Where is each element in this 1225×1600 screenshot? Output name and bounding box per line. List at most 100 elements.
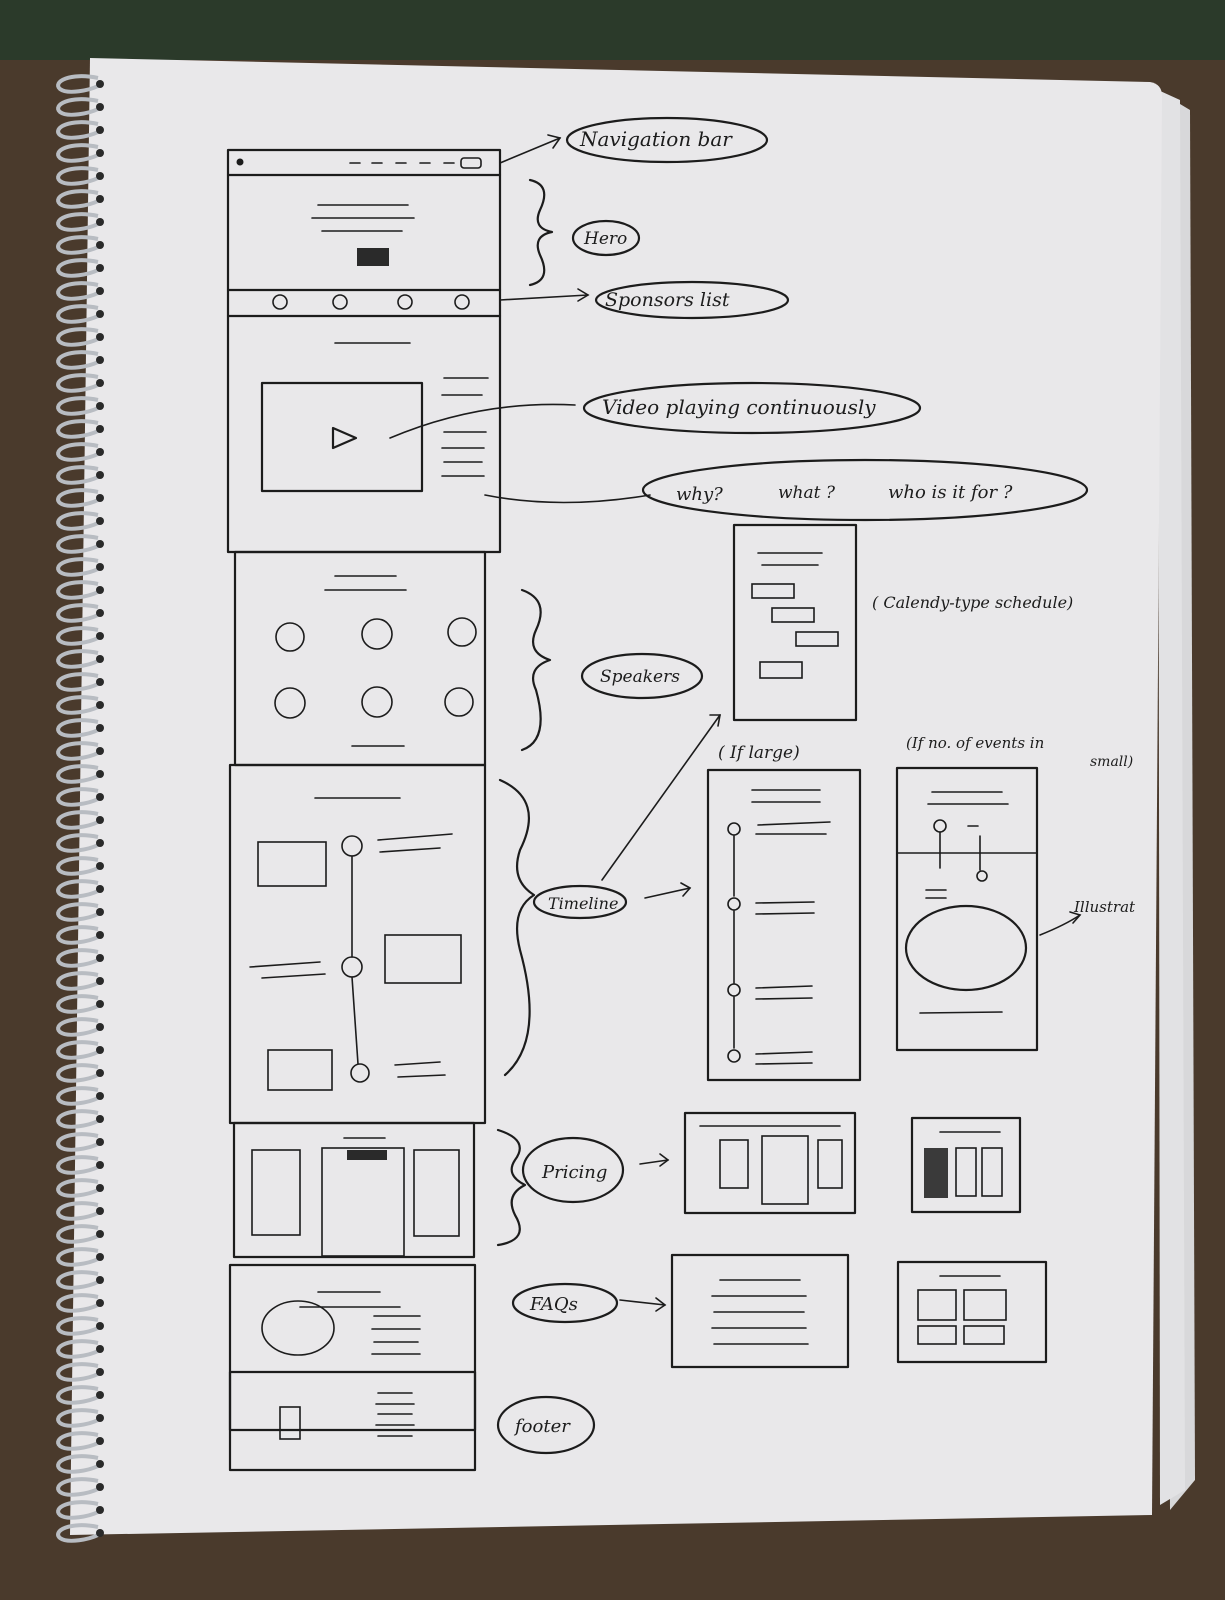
label-pricing: Pricing bbox=[541, 1162, 607, 1183]
label-navigation-bar: Navigation bar bbox=[579, 127, 733, 151]
annotation-braces bbox=[496, 178, 554, 1247]
coil-hole bbox=[96, 839, 104, 847]
coil-hole bbox=[96, 1506, 104, 1514]
coil-ring bbox=[56, 810, 99, 830]
coil-hole bbox=[96, 1230, 104, 1238]
coil-ring bbox=[56, 948, 99, 968]
coil-ring bbox=[56, 1293, 99, 1313]
coil-ring bbox=[56, 488, 99, 508]
handwritten-labels: Navigation bar Hero Sponsors list Video … bbox=[513, 127, 1136, 1437]
coil-hole bbox=[96, 1529, 104, 1537]
main-wireframe bbox=[226, 148, 502, 1472]
coil-hole bbox=[96, 563, 104, 571]
coil-ring bbox=[56, 764, 99, 784]
coil-ring bbox=[56, 718, 99, 738]
coil-hole bbox=[96, 793, 104, 801]
coil-ring bbox=[56, 672, 99, 692]
coil-ring bbox=[56, 994, 99, 1014]
coil-hole bbox=[96, 1437, 104, 1445]
wireframe-pricing-block bbox=[232, 1121, 476, 1259]
coil-ring bbox=[56, 373, 99, 393]
coil-ring bbox=[56, 925, 99, 945]
coil-ring bbox=[56, 1270, 99, 1290]
label-if-small-2: small) bbox=[1090, 754, 1133, 770]
coil-ring bbox=[56, 258, 99, 278]
coil-ring bbox=[56, 1201, 99, 1221]
coil-ring bbox=[56, 1040, 99, 1060]
label-video: Video playing continuously bbox=[602, 395, 876, 419]
schedule-variant bbox=[732, 523, 858, 722]
label-sponsors-list: Sponsors list bbox=[605, 289, 730, 311]
label-speakers: Speakers bbox=[600, 667, 680, 687]
coil-ring bbox=[56, 879, 99, 899]
coil-hole bbox=[96, 655, 104, 663]
label-hero: Hero bbox=[583, 229, 627, 249]
faq-variant-a bbox=[670, 1253, 850, 1369]
coil-ring bbox=[56, 534, 99, 554]
variant-sketches bbox=[670, 523, 1048, 1369]
coil-ring bbox=[56, 212, 99, 232]
coil-hole bbox=[96, 954, 104, 962]
coil-hole bbox=[96, 1368, 104, 1376]
timeline-large-variant bbox=[706, 768, 862, 1082]
label-bubbles bbox=[496, 116, 1089, 1455]
coil-ring bbox=[56, 626, 99, 646]
coil-ring bbox=[56, 1385, 99, 1405]
label-timeline: Timeline bbox=[548, 894, 618, 913]
coil-hole bbox=[96, 425, 104, 433]
coil-ring bbox=[56, 902, 99, 922]
coil-ring bbox=[56, 1063, 99, 1083]
coil-ring bbox=[56, 327, 99, 347]
coil-hole bbox=[96, 1414, 104, 1422]
coil-hole bbox=[96, 816, 104, 824]
coil-ring bbox=[56, 419, 99, 439]
coil-ring bbox=[56, 350, 99, 370]
coil-hole bbox=[96, 1000, 104, 1008]
spiral-binding bbox=[56, 74, 104, 1543]
coil-ring bbox=[56, 1224, 99, 1244]
label-faqs: FAQs bbox=[529, 1294, 578, 1315]
coil-hole bbox=[96, 1161, 104, 1169]
coil-hole bbox=[96, 1184, 104, 1192]
coil-hole bbox=[96, 747, 104, 755]
coil-ring bbox=[56, 1109, 99, 1129]
speaker-avatars bbox=[274, 617, 477, 719]
coil-hole bbox=[96, 310, 104, 318]
coil-hole bbox=[96, 241, 104, 249]
coil-ring bbox=[56, 580, 99, 600]
coil-hole bbox=[96, 1276, 104, 1284]
coil-hole bbox=[96, 448, 104, 456]
coil-hole bbox=[96, 195, 104, 203]
coil-hole bbox=[96, 977, 104, 985]
coil-hole bbox=[96, 172, 104, 180]
coil-ring bbox=[56, 1155, 99, 1175]
coil-hole bbox=[96, 1092, 104, 1100]
coil-hole bbox=[96, 724, 104, 732]
coil-hole bbox=[96, 287, 104, 295]
coil-ring bbox=[56, 1362, 99, 1382]
coil-hole bbox=[96, 1391, 104, 1399]
coil-ring bbox=[56, 1247, 99, 1267]
coil-ring bbox=[56, 1408, 99, 1428]
coil-hole bbox=[96, 1046, 104, 1054]
coil-ring bbox=[56, 1178, 99, 1198]
coil-ring bbox=[56, 1086, 99, 1106]
coil-ring bbox=[56, 695, 99, 715]
coil-ring bbox=[56, 971, 99, 991]
pricing-variant-a bbox=[683, 1111, 857, 1215]
label-calendly: ( Calendy-type schedule) bbox=[872, 593, 1073, 612]
coil-ring bbox=[56, 396, 99, 416]
coil-hole bbox=[96, 494, 104, 502]
coil-hole bbox=[96, 149, 104, 157]
label-who: who is it for ? bbox=[888, 482, 1013, 503]
coil-ring bbox=[56, 97, 99, 117]
coil-hole bbox=[96, 1023, 104, 1031]
coil-ring bbox=[56, 120, 99, 140]
label-illustration: Illustrat bbox=[1073, 898, 1136, 916]
coil-hole bbox=[96, 402, 104, 410]
coil-ring bbox=[56, 1132, 99, 1152]
coil-hole bbox=[96, 1460, 104, 1468]
coil-ring bbox=[56, 1477, 99, 1497]
label-if-small-1: (If no. of events in bbox=[906, 734, 1044, 752]
coil-hole bbox=[96, 126, 104, 134]
